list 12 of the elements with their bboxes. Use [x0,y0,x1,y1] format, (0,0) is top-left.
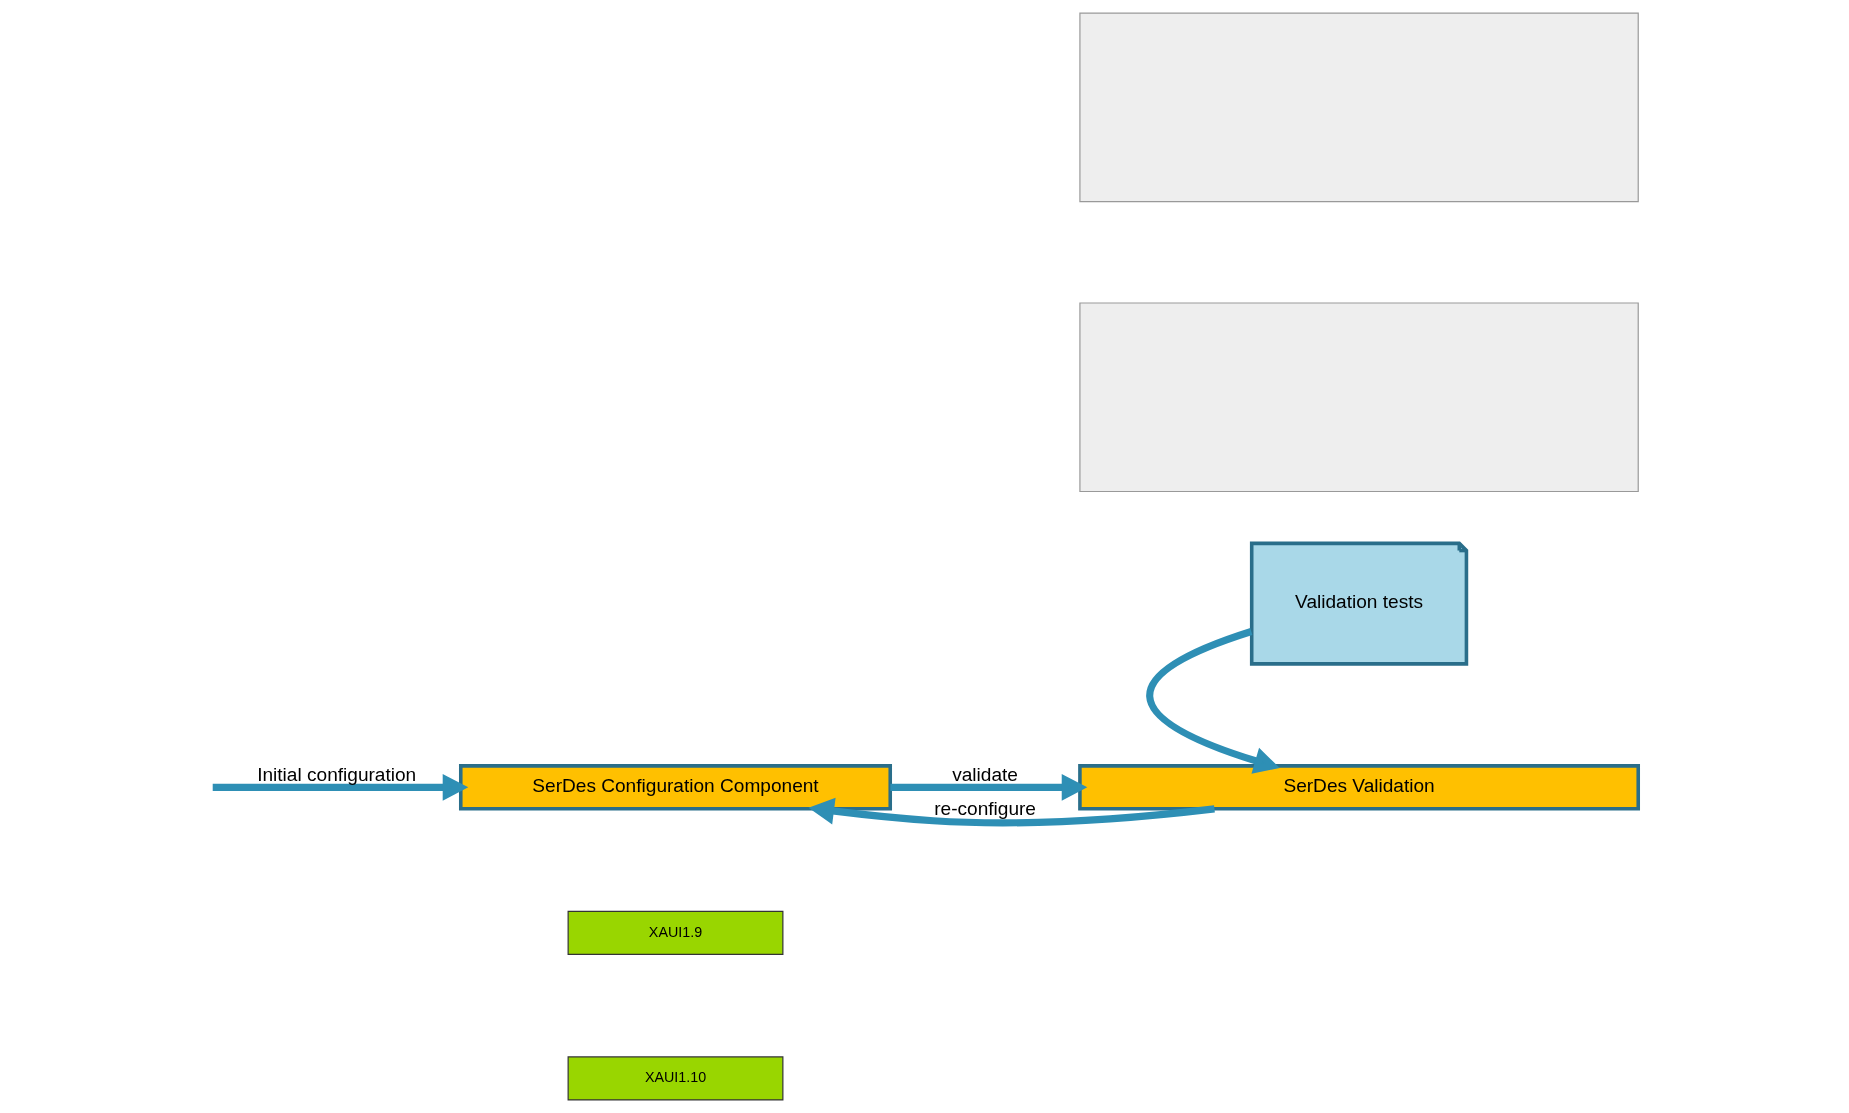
node-box [1078,302,1639,493]
node-box: XAUI1.9 [567,910,783,955]
arrow [1145,628,1280,774]
edge-label: re-configure [933,797,1036,819]
edge-label: Initial configuration [256,764,416,786]
arrow [889,773,1087,801]
node-box [1078,12,1639,203]
edge-label: validate [951,764,1018,786]
node-box: SerDes Configuration Component [458,764,892,811]
node-box: XAUI1.10 [567,1056,783,1101]
arrow [808,797,1215,827]
node-box: SerDes Validation [1077,764,1640,811]
